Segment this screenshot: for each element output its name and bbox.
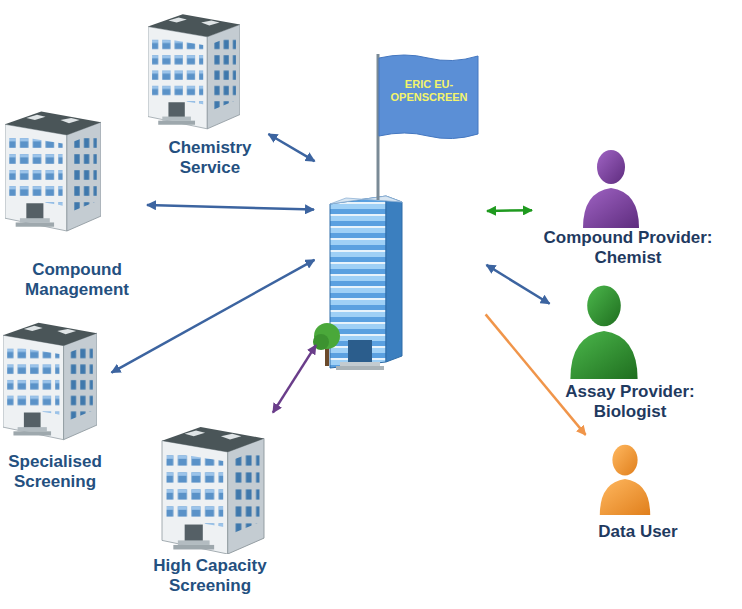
connector-arrow xyxy=(112,260,315,373)
connector-arrow xyxy=(147,205,314,210)
connector-arrow xyxy=(268,134,314,161)
user-role: Assay Provider: Biologist xyxy=(553,281,708,426)
user-role: Data User xyxy=(583,438,693,558)
central-hub: ERIC EU-OPENSCREEN xyxy=(318,52,483,372)
node-label: Chemistry Service xyxy=(160,138,260,178)
node-label: Compound Provider: Chemist xyxy=(538,228,718,268)
service-building: Compound Management xyxy=(3,98,143,308)
node-label: High Capacity Screening xyxy=(140,556,280,596)
service-building: High Capacity Screening xyxy=(140,416,280,607)
connector-arrow xyxy=(486,265,549,304)
flag-label: ERIC EU-OPENSCREEN xyxy=(380,78,478,104)
node-label: Compound Management xyxy=(15,260,139,300)
node-label: Data User xyxy=(583,522,693,542)
connector-arrow xyxy=(487,209,532,212)
connector-arrow xyxy=(273,345,316,413)
user-role: Compound Provider: Chemist xyxy=(536,146,720,272)
connector-arrow xyxy=(486,314,586,435)
node-label: Specialised Screening xyxy=(3,452,107,492)
node-label: Assay Provider: Biologist xyxy=(555,382,705,422)
service-building: Chemistry Service xyxy=(140,5,265,185)
service-building: Specialised Screening xyxy=(2,310,108,498)
